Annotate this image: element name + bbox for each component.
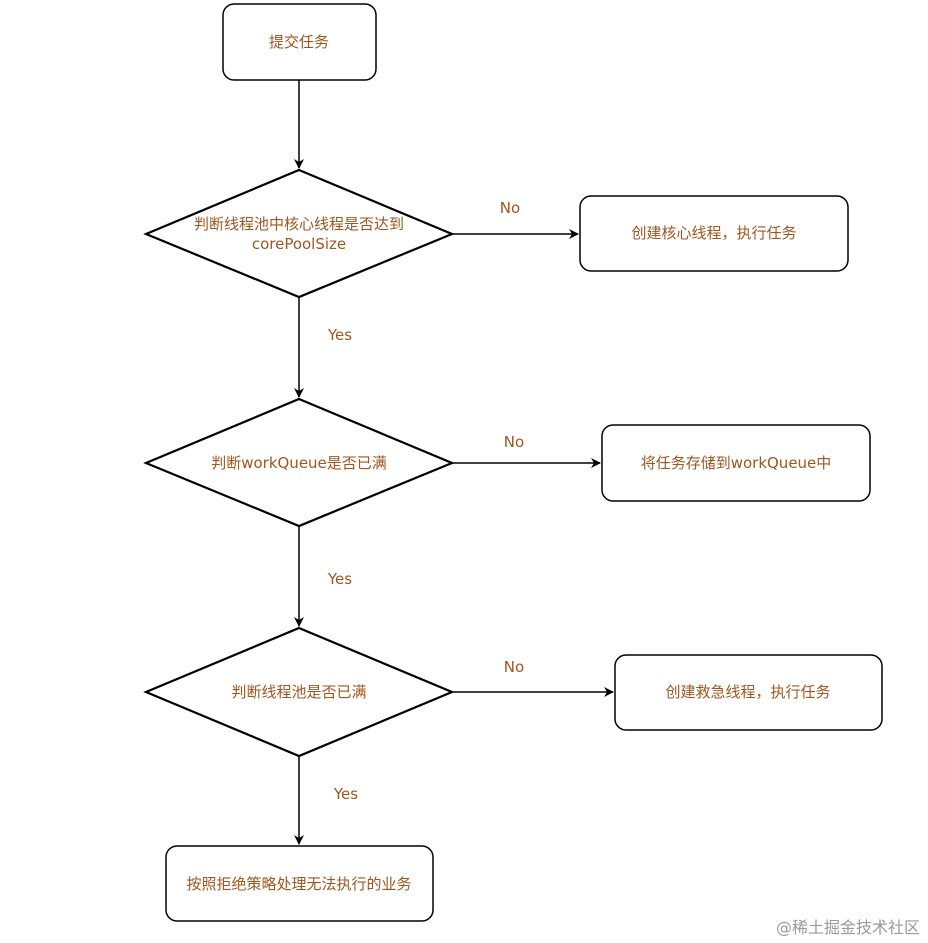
node-create-emergency-thread: 创建救急线程，执行任务 [614,654,883,731]
node-create-core-thread-label: 创建核心线程，执行任务 [631,224,796,242]
edge-label-queue-yes: Yes [327,570,352,588]
node-reject-policy: 按照拒绝策略处理无法执行的业务 [165,845,434,922]
decision-work-queue-label: 判断workQueue是否已满 [211,454,387,472]
node-submit-task: 提交任务 [222,3,377,81]
edge-label-core-yes: Yes [327,326,352,344]
edge-label-pool-no: No [504,658,524,676]
edge-label-queue-no: No [504,433,524,451]
node-reject-policy-label: 按照拒绝策略处理无法执行的业务 [186,875,411,893]
watermark: @稀土掘金技术社区 [776,918,920,937]
decision-pool-full-label: 判断线程池是否已满 [231,683,366,701]
edge-label-pool-yes: Yes [333,785,358,803]
node-create-core-thread: 创建核心线程，执行任务 [579,195,849,272]
node-submit-task-label: 提交任务 [269,33,329,51]
node-store-in-queue: 将任务存储到workQueue中 [601,424,871,502]
node-store-in-queue-label: 将任务存储到workQueue中 [641,454,832,472]
decision-work-queue: 判断workQueue是否已满 [143,397,455,528]
decision-core-threads-label-line1: 判断线程池中核心线程是否达到 [194,215,404,233]
decision-pool-full: 判断线程池是否已满 [143,626,455,758]
node-create-emergency-thread-label: 创建救急线程，执行任务 [665,683,830,701]
decision-core-threads-label-line2: corePoolSize [252,235,346,253]
decision-core-threads: 判断线程池中核心线程是否达到 corePoolSize [143,168,455,299]
edge-label-core-no: No [500,199,520,217]
